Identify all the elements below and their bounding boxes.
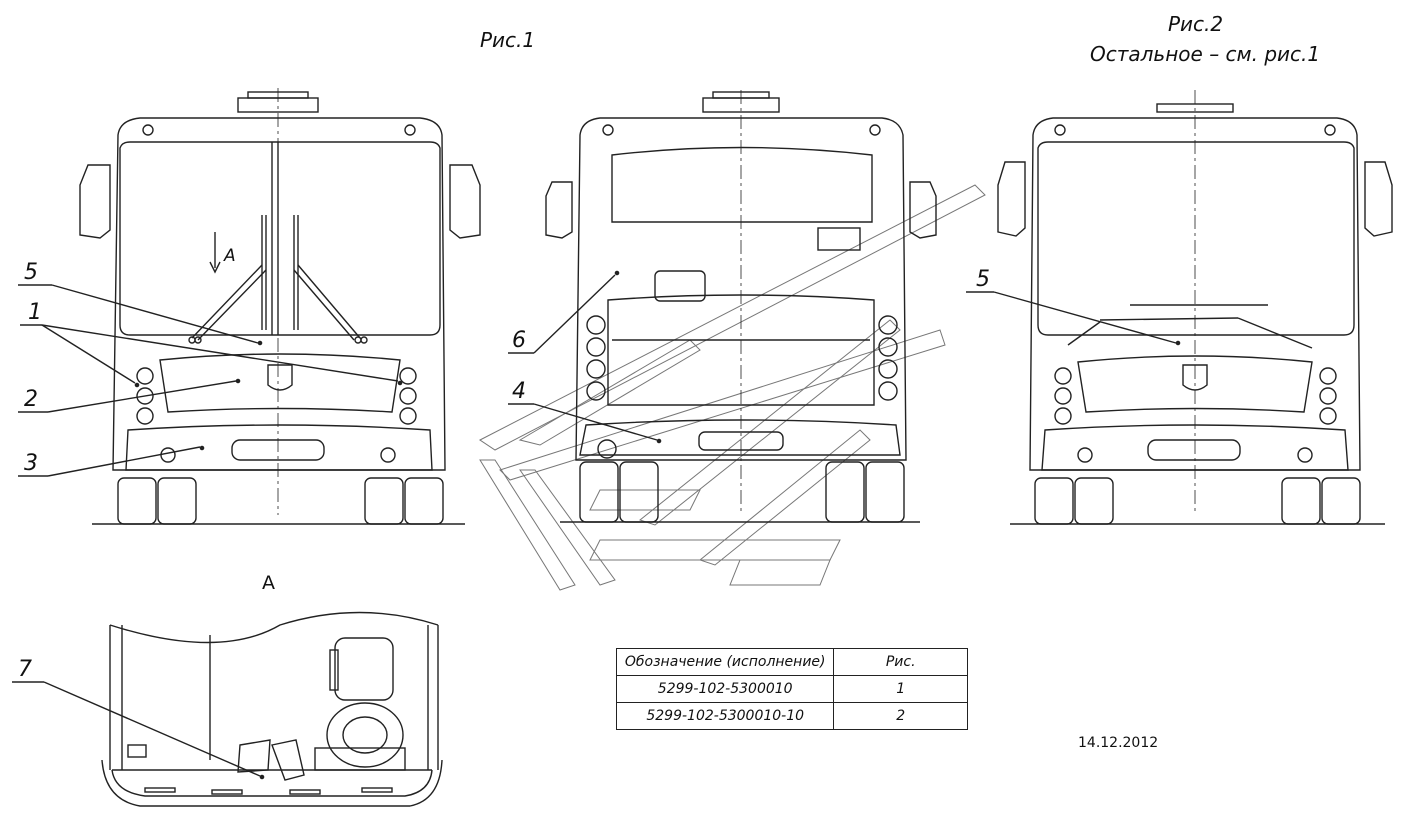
figure-2-title: Рис.2 xyxy=(1168,12,1224,36)
table-cell-figure: 2 xyxy=(833,702,968,730)
callout-5-right: 5 xyxy=(976,267,990,292)
designation-table: Обозначение (исполнение) Рис. 5299-102-5… xyxy=(615,648,968,730)
callout-7: 7 xyxy=(18,657,32,682)
callout-1: 1 xyxy=(28,300,42,325)
figure-2-note: Остальное – см. рис.1 xyxy=(1090,42,1321,66)
callout-5-left: 5 xyxy=(24,260,38,285)
bus-front-fig1 xyxy=(18,88,481,525)
table-cell-figure: 1 xyxy=(833,675,968,703)
table-cell-designation: 5299-102-5300010 xyxy=(615,675,835,703)
drawing-date: 14.12.2012 xyxy=(1078,735,1159,751)
figure-1-title: Рис.1 xyxy=(480,28,536,52)
watermark-logo xyxy=(479,184,986,591)
table-row: 5299-102-5300010-10 2 xyxy=(615,702,968,730)
section-view-label-a: A xyxy=(262,572,275,594)
table-header-figure: Рис. xyxy=(833,648,968,676)
bus-rear-fig1 xyxy=(508,90,937,523)
callout-6: 6 xyxy=(512,328,526,353)
table-header-row: Обозначение (исполнение) Рис. xyxy=(615,648,968,676)
callout-4: 4 xyxy=(512,379,526,404)
view-a-detail xyxy=(12,611,443,807)
view-arrow-label-a: A xyxy=(224,246,236,266)
callout-3: 3 xyxy=(24,451,38,476)
table-cell-designation: 5299-102-5300010-10 xyxy=(615,702,835,730)
table-header-designation: Обозначение (исполнение) xyxy=(615,648,835,676)
bus-front-fig2 xyxy=(966,90,1393,525)
callout-2: 2 xyxy=(24,387,38,412)
table-row: 5299-102-5300010 1 xyxy=(615,675,968,703)
